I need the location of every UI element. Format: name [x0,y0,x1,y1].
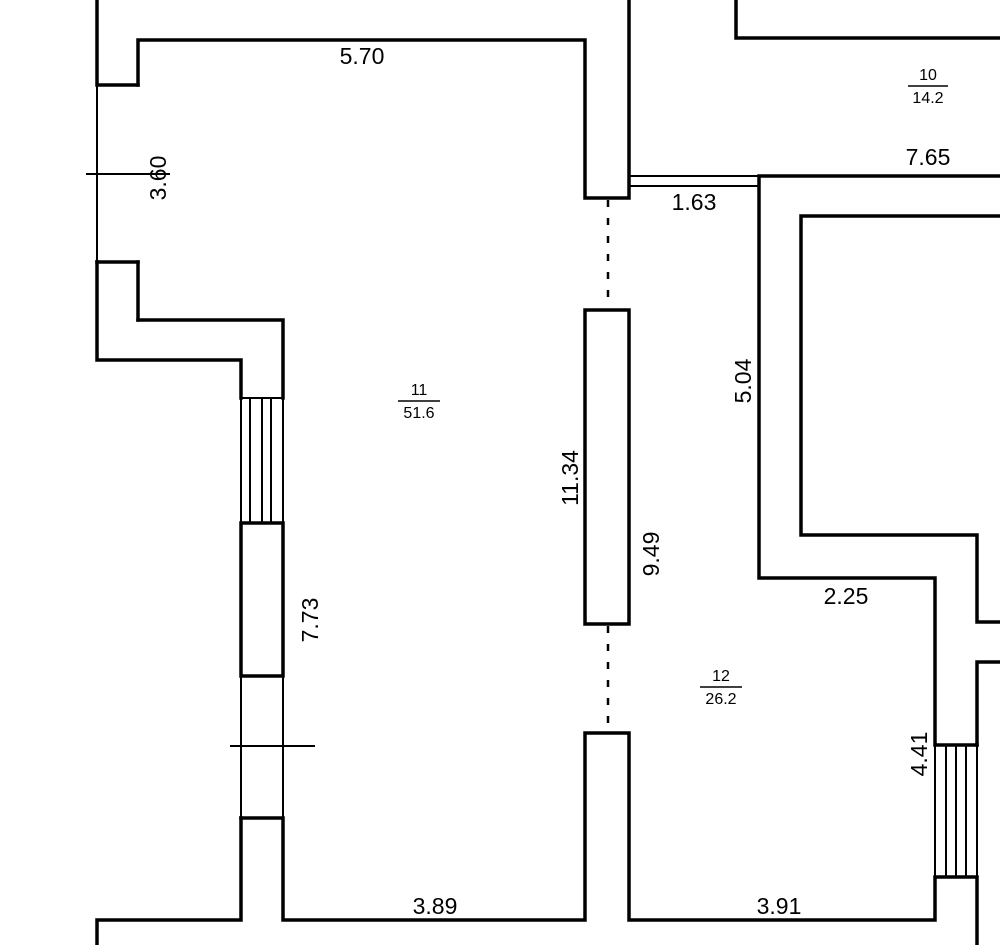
dim-1-63: 1.63 [672,189,717,215]
wall-left-pier [239,521,285,678]
openings [86,85,978,877]
room-area: 14.2 [912,90,943,107]
walls [95,0,1000,945]
room-area: 26.2 [705,691,736,708]
partition-pier [583,308,631,626]
dim-7-65: 7.65 [906,144,951,170]
room-number: 11 [411,382,428,399]
dim-3-89: 3.89 [413,893,458,919]
wall-room10-top [734,0,1000,40]
dimension-labels: 5.70 3.60 1.63 7.65 5.04 11.34 9.49 7.73… [145,43,950,919]
room-number: 12 [712,668,730,685]
wall-inner-block [799,214,1000,624]
dim-11-34: 11.34 [557,450,583,506]
dim-3-60: 3.60 [145,156,171,201]
wall-room11-inner-left [136,0,631,200]
dim-5-04: 5.04 [730,358,756,403]
dim-5-70: 5.70 [340,43,385,69]
room-label-11: 11 51.6 [398,382,440,422]
wall-room11-left-jog-2 [136,318,285,400]
dim-3-91: 3.91 [757,893,802,919]
wall-left-bottom [239,731,979,945]
room-label-10: 10 14.2 [908,67,948,107]
room-number: 10 [919,67,937,84]
dim-2-25: 2.25 [824,583,869,609]
room-area: 51.6 [403,405,434,422]
dim-9-49: 9.49 [638,532,664,577]
wall-corridor [757,174,1000,747]
room-label-12: 12 26.2 [700,668,742,708]
wall-left-bottom-outer [95,816,243,945]
dim-4-41: 4.41 [906,732,932,777]
wall-right-stub [975,660,1000,747]
wall-top-left-stub [95,0,140,87]
dim-7-73: 7.73 [297,598,323,643]
wall-left-lower [95,260,243,400]
